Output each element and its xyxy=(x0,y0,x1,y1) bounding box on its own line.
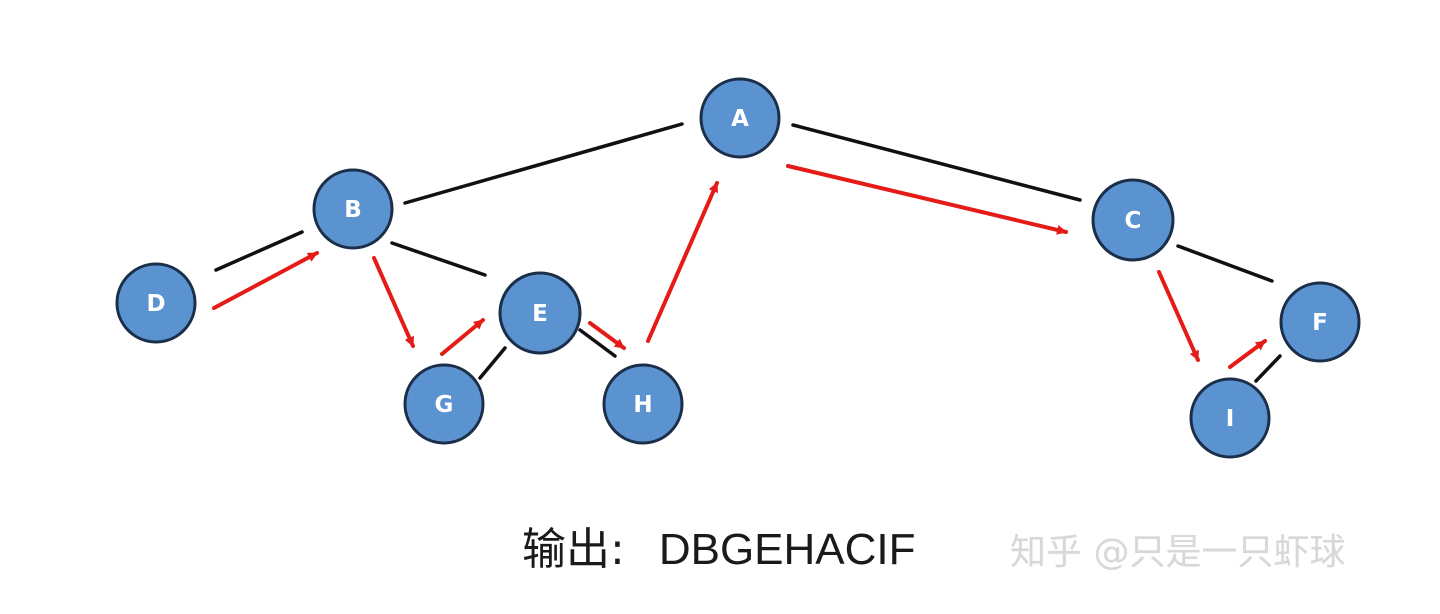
edge-f-i xyxy=(1254,354,1282,383)
node-f-label: F xyxy=(1312,310,1328,336)
edge-b-d xyxy=(214,230,304,272)
node-c-label: C xyxy=(1125,208,1142,234)
tree-nodes: A B C D E F G H xyxy=(115,77,1361,459)
edge-b-e xyxy=(390,241,487,277)
edge-c-f xyxy=(1176,244,1274,283)
node-b-label: B xyxy=(344,197,362,223)
arrow-i-to-f xyxy=(1228,339,1267,369)
output-sequence: DBGEHACIF xyxy=(658,525,916,574)
watermark: 知乎 @只是一只虾球 xyxy=(1010,532,1346,573)
node-c: C xyxy=(1091,178,1175,262)
node-i: I xyxy=(1189,377,1271,459)
arrow-e-to-h xyxy=(588,321,626,350)
node-a-label: A xyxy=(731,106,749,132)
node-a: A xyxy=(699,77,781,159)
node-e: E xyxy=(498,271,582,355)
arrow-d-to-b xyxy=(212,251,319,310)
tree-edges xyxy=(214,122,1282,383)
edge-a-c xyxy=(791,123,1082,202)
node-i-label: I xyxy=(1226,406,1235,432)
output-colon: : xyxy=(610,524,625,575)
edge-e-g xyxy=(478,346,507,380)
arrow-g-to-e xyxy=(440,318,485,356)
node-b: B xyxy=(312,168,394,250)
node-g: G xyxy=(403,363,485,445)
arrow-b-to-g xyxy=(372,256,415,348)
output-label: 输出 xyxy=(522,524,610,575)
node-g-label: G xyxy=(435,392,454,418)
node-h: H xyxy=(602,363,684,445)
node-d: D xyxy=(115,262,197,344)
node-d-label: D xyxy=(146,291,165,317)
arrow-c-to-i xyxy=(1157,270,1200,362)
traversal-output: 输出: DBGEHACIF xyxy=(522,520,916,580)
node-f: F xyxy=(1279,281,1361,363)
traversal-arrows xyxy=(212,164,1267,369)
node-h-label: H xyxy=(633,392,652,418)
arrow-a-to-c xyxy=(786,164,1068,235)
arrow-h-to-a xyxy=(646,181,719,343)
edge-a-b xyxy=(403,122,684,205)
edge-e-h xyxy=(578,328,617,358)
node-e-label: E xyxy=(532,301,548,327)
